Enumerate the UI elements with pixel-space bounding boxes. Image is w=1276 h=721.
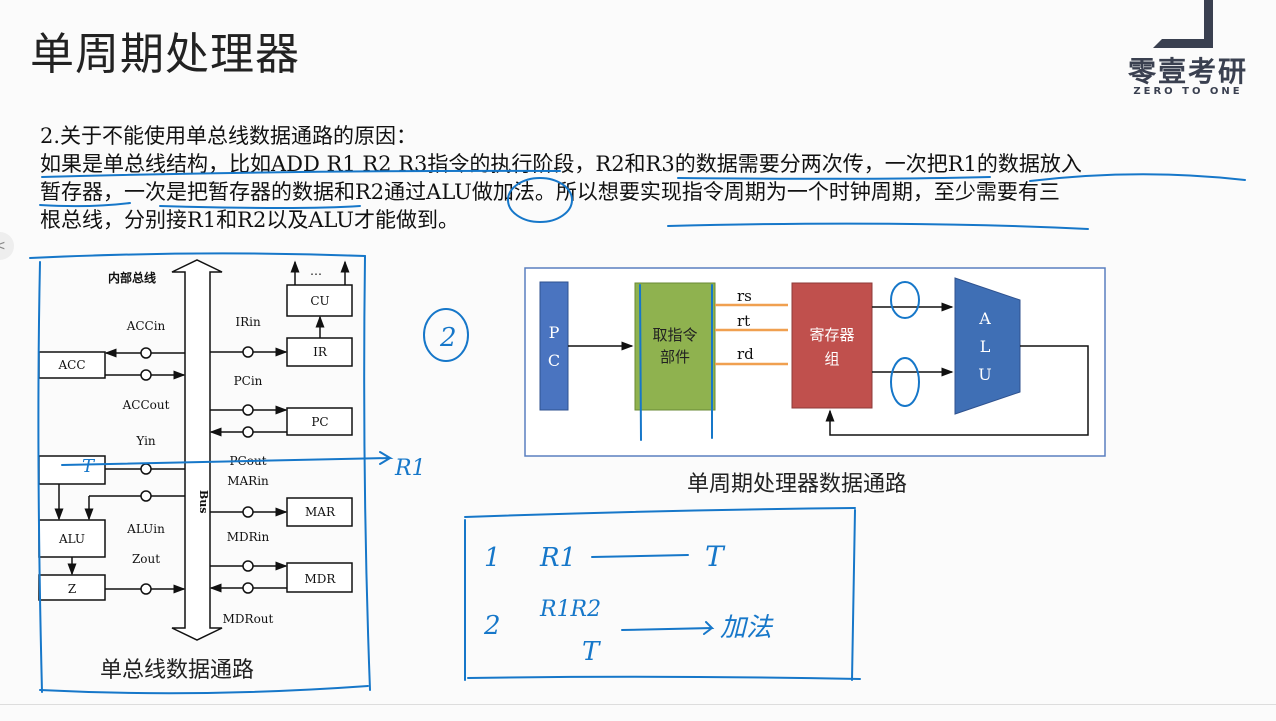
- reg-z: Z: [68, 582, 76, 596]
- fetch-label-1: 取指令: [652, 326, 697, 344]
- fetch-label-2: 部件: [660, 348, 690, 366]
- single-bus-caption: 单总线数据通路: [100, 658, 255, 683]
- ink-annotations: [29, 169, 1246, 695]
- mdr-box: [286, 562, 353, 593]
- y-register-ink: T: [82, 456, 96, 477]
- bus-label: Bus: [197, 490, 210, 514]
- slide-title: 单周期处理器: [30, 29, 300, 80]
- step2-from: R1R2: [539, 597, 601, 622]
- step2-src: T: [582, 637, 601, 667]
- port-rd: rd: [737, 345, 754, 363]
- paragraph-heading: 2.关于不能使用单总线数据通路的原因：: [40, 124, 418, 148]
- alu-label-l: L: [980, 337, 991, 356]
- single-bus-datapath: [38, 259, 353, 641]
- reg-mdr: MDR: [305, 572, 337, 586]
- regfile-label-2: 组: [824, 350, 839, 368]
- step1-num: 1: [484, 543, 501, 573]
- explanation-paragraph: 2.关于不能使用单总线数据通路的原因： 如果是单总线结构，比如ADD R1 R2…: [40, 122, 1260, 234]
- brand-logo: 零壹考研 ZERO TO ONE: [1108, 0, 1268, 100]
- bottom-divider: [0, 704, 1276, 705]
- port-rs: rs: [737, 287, 752, 305]
- reg-pc: PC: [311, 415, 328, 429]
- sig-mdrin: MDRin: [227, 530, 270, 544]
- reg-alu: ALU: [58, 532, 85, 546]
- regfile-label-1: 寄存器: [809, 326, 854, 344]
- sig-accin: ACCin: [126, 319, 166, 333]
- step2-num: 2: [483, 611, 501, 641]
- register-file-block: [791, 282, 873, 409]
- sig-irin: IRin: [235, 315, 261, 329]
- paragraph-line: 根总线，分别接R1和R2以及ALU才能做到。: [40, 208, 460, 232]
- circled-2: 2: [439, 323, 457, 353]
- paragraph-line: 暂存器，一次是把暂存器的数据和R2通过ALU做加法。所以想要实现指令周期为一个时…: [40, 180, 1060, 204]
- paragraph-line: 如果是单总线结构，比如ADD R1 R2 R3指令的执行阶段，R2和R3的数据需…: [40, 152, 1082, 176]
- reg-acc: ACC: [57, 358, 85, 372]
- sig-accout: ACCout: [122, 398, 170, 412]
- sig-aluin: ALUin: [126, 522, 165, 536]
- port-rt: rt: [737, 312, 750, 330]
- logo-subtitle: ZERO TO ONE: [1133, 86, 1243, 97]
- sig-yin: Yin: [135, 434, 156, 448]
- reg-cu: CU: [310, 294, 329, 308]
- sig-marin: MARin: [227, 474, 269, 488]
- sig-mdrout: MDRout: [223, 612, 274, 626]
- logo-mark-icon: [1153, 0, 1213, 48]
- pc-block: [539, 281, 569, 411]
- z-box: [38, 574, 106, 601]
- pc-box: [286, 407, 353, 436]
- step2-to: 加法: [720, 613, 774, 643]
- single-cycle-datapath: P P C C 取指令 部件 寄存器 组 A L U rs rt rd: [524, 267, 1106, 457]
- pc-label-c: C: [548, 351, 560, 370]
- fetch-unit-block: [634, 282, 716, 411]
- sig-pcin: PCin: [234, 374, 263, 388]
- logo-name: 零壹考研: [1127, 55, 1248, 88]
- previous-slide-button[interactable]: <: [0, 232, 14, 260]
- ir-box: [286, 337, 353, 367]
- ink-text: 2 T R1 1 R1 T 2 R1R2 T 加法: [82, 323, 774, 667]
- step1-from: R1: [539, 543, 576, 573]
- reg-mar: MAR: [305, 505, 336, 519]
- pc-label-p: P: [549, 323, 560, 342]
- reg-ir: IR: [313, 345, 328, 359]
- alu-block: [954, 277, 1021, 415]
- single-cycle-caption: 单周期处理器数据通路: [687, 472, 908, 497]
- ellipsis: …: [310, 264, 322, 278]
- bus-title: 内部总线: [108, 270, 156, 285]
- alu-label-u: U: [978, 365, 991, 384]
- alu-label-a: A: [978, 309, 991, 328]
- r1-ink: R1: [394, 456, 426, 481]
- sig-zout: Zout: [132, 552, 160, 566]
- y-box: [38, 455, 106, 485]
- step1-to: T: [705, 540, 726, 573]
- bus-double-arrow: [171, 259, 223, 641]
